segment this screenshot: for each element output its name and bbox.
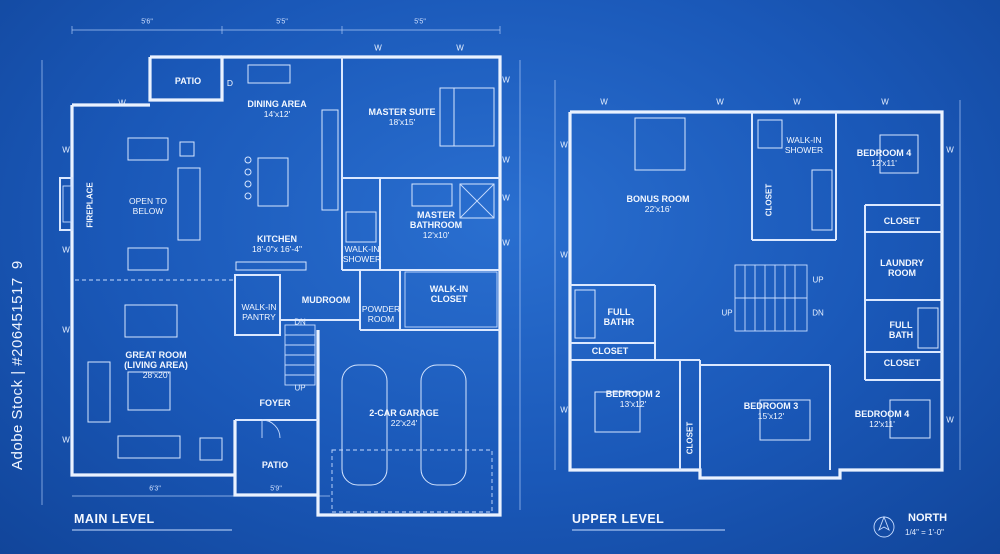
window-mark: W <box>62 325 70 335</box>
window-mark: W <box>502 193 510 203</box>
window-mark: W <box>118 98 126 108</box>
closet-left: CLOSET <box>591 346 629 356</box>
dim-top-2: 5'5" <box>276 18 288 26</box>
window-mark: W <box>502 155 510 165</box>
scale-label: 1/4" = 1'-0" <box>905 528 945 537</box>
closet-right-bottom: CLOSET <box>883 358 921 368</box>
upper-level-plan <box>554 80 961 480</box>
window-mark: W <box>62 435 70 445</box>
window-mark: W <box>62 145 70 155</box>
window-mark: W <box>374 43 382 53</box>
window-mark: W <box>502 75 510 85</box>
main-level-plan <box>41 26 521 517</box>
window-mark: W <box>560 140 568 150</box>
upper-stair-dn: DN <box>812 308 824 318</box>
stair-dn-label: DN <box>294 317 306 327</box>
dim-bottom-1: 6'3" <box>149 485 161 493</box>
closet-vertical-1: CLOSET <box>764 183 774 217</box>
stair-up-label: UP <box>294 383 306 393</box>
door-mark: D <box>226 78 234 88</box>
window-mark: W <box>502 238 510 248</box>
north-label: NORTH <box>908 512 948 524</box>
window-mark: W <box>560 250 568 260</box>
room-patio-top: PATIO <box>174 76 202 86</box>
window-mark: W <box>716 97 724 107</box>
window-mark: W <box>600 97 608 107</box>
dim-top-3: 5'5" <box>414 18 426 26</box>
dim-bottom-2: 5'9" <box>270 485 282 493</box>
window-mark: W <box>881 97 889 107</box>
window-mark: W <box>560 405 568 415</box>
window-mark: W <box>62 245 70 255</box>
window-mark: W <box>793 97 801 107</box>
window-mark: W <box>946 415 954 425</box>
closet-right-top: CLOSET <box>883 216 921 226</box>
upper-level-title: UPPER LEVEL <box>572 512 665 526</box>
window-mark: W <box>456 43 464 53</box>
watermark-stock-id: Adobe Stock | #206451517 9 <box>9 260 26 470</box>
room-great-room: GREAT ROOM(LIVING AREA)28'x20' <box>124 350 188 380</box>
window-mark: W <box>946 145 954 155</box>
main-level-title: MAIN LEVEL <box>74 512 155 526</box>
room-patio-bottom: PATIO <box>261 460 289 470</box>
upper-stair-up-2: UP <box>721 308 733 318</box>
dim-top-1: 5'6" <box>141 18 153 26</box>
room-foyer: FOYER <box>259 398 291 408</box>
closet-vertical-2: CLOSET <box>685 421 695 455</box>
room-mudroom: MUDROOM <box>301 295 351 305</box>
fireplace-label: FIREPLACE <box>85 182 95 228</box>
upper-stair-up-1: UP <box>812 275 824 285</box>
north-arrow-icon <box>873 515 895 538</box>
